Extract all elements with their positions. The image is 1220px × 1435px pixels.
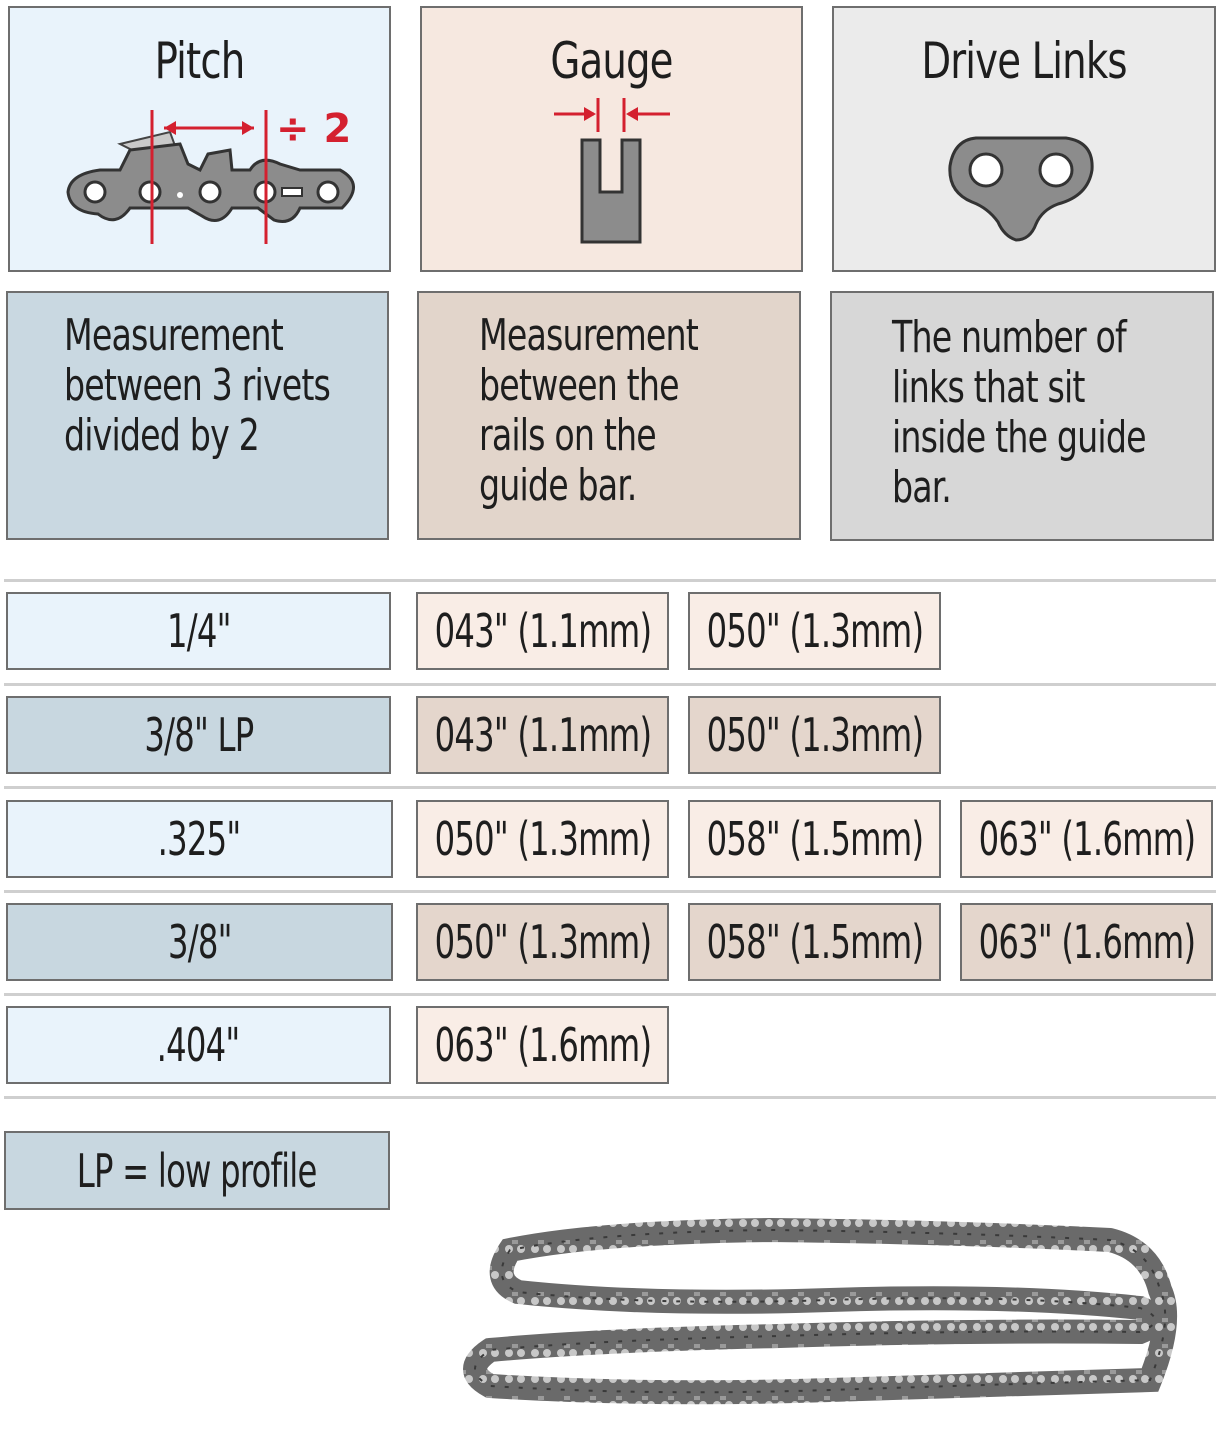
pitch-title: Pitch [154,32,246,90]
row-divider [4,993,1216,996]
drive-links-card: Drive Links [832,6,1216,272]
pitch-chain-diagram-icon [66,110,355,244]
gauge-slot-icon [554,98,670,244]
saw-chain-image [463,1217,1178,1405]
row-divider [4,786,1216,789]
gauge-cell: 063" (1.6mm) [416,1006,669,1084]
gauge-description-card: Measurement between the rails on the gui… [417,291,801,540]
drive-link-icon [948,136,1094,242]
drive-links-description-card: The number of links that sit inside the … [830,291,1214,541]
pitch-cell: 3/8" LP [6,696,391,774]
pitch-cell: .325" [6,800,393,878]
pitch-description: Measurement between 3 rivets divided by … [64,310,331,461]
row-divider [4,579,1216,582]
gauge-cell: 050" (1.3mm) [416,903,669,981]
drive-links-description: The number of links that sit inside the … [892,312,1147,513]
divide-by-two-label: ÷ 2 [276,106,352,152]
legend-low-profile: LP = low profile [4,1131,390,1210]
gauge-cell: 063" (1.6mm) [960,800,1213,878]
gauge-description: Measurement between the rails on the gui… [479,310,699,511]
pitch-cell: .404" [6,1006,391,1084]
pitch-cell: 1/4" [6,592,391,670]
gauge-cell: 043" (1.1mm) [416,696,669,774]
row-divider [4,1096,1216,1099]
row-divider [4,890,1216,893]
gauge-cell: 050" (1.3mm) [416,800,669,878]
gauge-card: Gauge [420,6,803,272]
row-divider [4,683,1216,686]
gauge-cell: 043" (1.1mm) [416,592,669,670]
gauge-cell: 063" (1.6mm) [960,903,1213,981]
gauge-cell: 050" (1.3mm) [688,592,941,670]
gauge-cell: 050" (1.3mm) [688,696,941,774]
drive-links-title: Drive Links [921,32,1127,90]
pitch-card: Pitch ÷ 2 [8,6,391,272]
pitch-description-card: Measurement between 3 rivets divided by … [6,291,389,540]
pitch-cell: 3/8" [6,903,393,981]
gauge-cell: 058" (1.5mm) [688,903,941,981]
gauge-cell: 058" (1.5mm) [688,800,941,878]
gauge-title: Gauge [550,32,673,90]
